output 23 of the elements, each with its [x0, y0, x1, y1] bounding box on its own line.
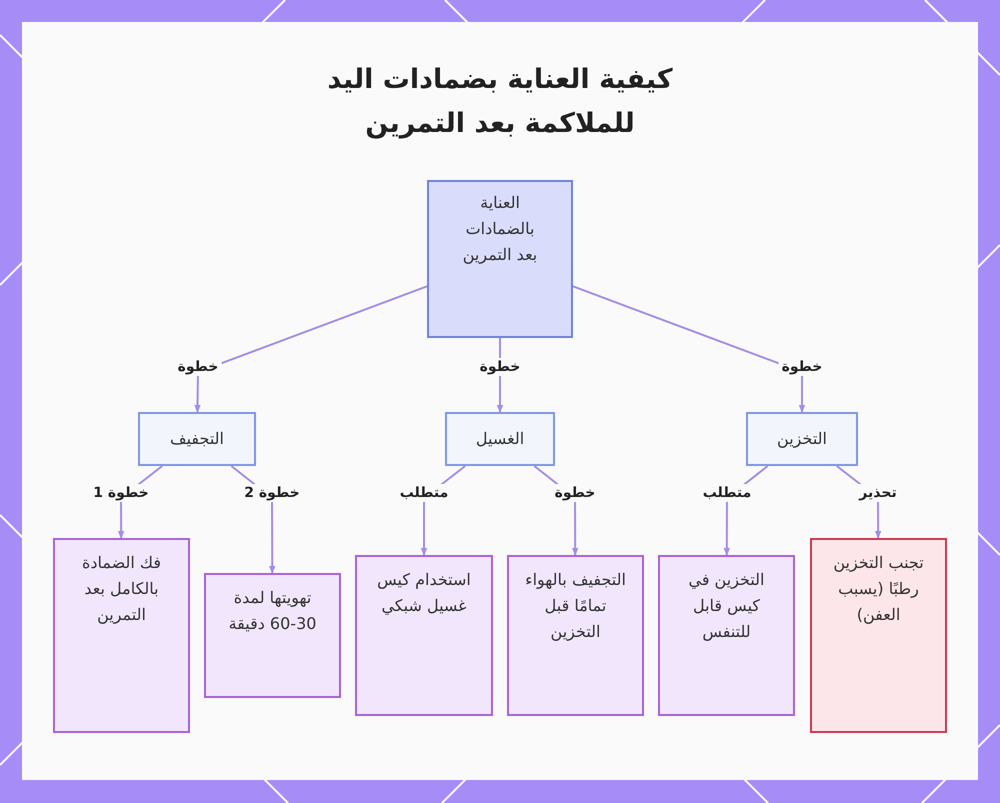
node-text: تهويتها لمدة 30-60 دقيقة [228, 587, 318, 635]
category-box [138, 412, 256, 466]
topic-box [427, 180, 573, 338]
step-box [507, 555, 644, 716]
node-text: استخدام كيس غسيل شبكي [376, 569, 472, 617]
diagram-title: كيفية العناية بضمادات اليد للملاكمة بعد التمرين [326, 63, 674, 141]
node-text: العناية بالضمادات بعد التمرين [462, 192, 538, 266]
node-text: تجنب التخزين رطبًا (يسبب العفن) [832, 552, 925, 626]
node-text: التخزين [777, 428, 827, 450]
node-text: التجفيف [170, 428, 224, 450]
node-text: فك الضمادة بالكامل بعد التمرين [80, 552, 162, 626]
node-text: التخزين في كيس قابل للتنفس [687, 569, 766, 643]
step-box [53, 538, 190, 733]
connector-arrow [194, 285, 428, 413]
step-box [355, 555, 493, 716]
category-box [746, 412, 858, 466]
step-box [658, 555, 795, 716]
warning-box [810, 538, 947, 733]
node-text: الغسيل [476, 428, 524, 450]
step-box [204, 573, 341, 698]
node-text: التجفيف بالهواء تمامًا قبل التخزين [525, 569, 626, 643]
category-box [445, 412, 555, 466]
connector-arrow [572, 285, 806, 413]
